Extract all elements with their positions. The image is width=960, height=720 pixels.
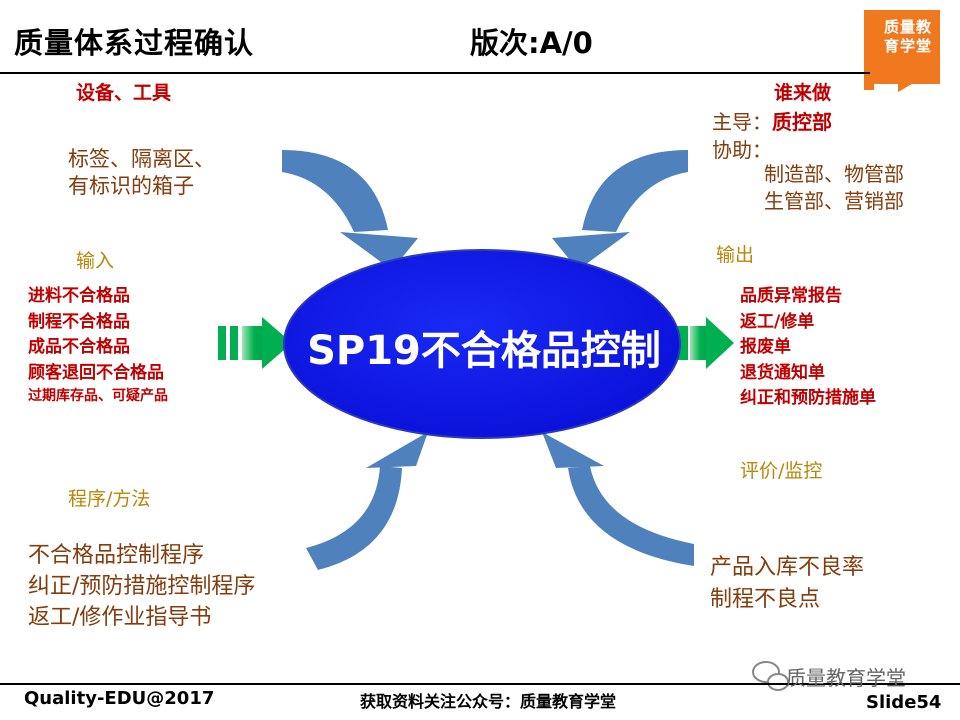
output-item: 退货通知单 [740,362,825,383]
who-assist-list: 制造部、物管部 生管部、营销部 [764,161,904,215]
process-ellipse [283,249,681,439]
input-heading: 输入 [76,250,115,272]
who-lead-value: 质控部 [772,110,832,134]
evaluation-heading: 评价/监控 [740,460,823,482]
output-item: 返工/修单 [740,311,815,332]
logo-badge [864,10,940,92]
arrow-bottom-left [306,432,428,570]
input-item: 顾客退回不合格品 [28,362,164,383]
page-title: 质量体系过程确认 [14,26,255,60]
footer-copyright: Quality-EDU@2017 [24,688,215,709]
output-item: 品质异常报告 [740,286,842,306]
input-item: 进料不合格品 [28,286,130,306]
procedure-heading: 程序/方法 [68,488,151,510]
version-label: 版次:A/0 [470,26,593,60]
equipment-line: 标签、隔离区、 [68,147,215,171]
footer-notice: 获取资料关注公众号：质量教育学堂 [360,692,617,711]
arrow-top-right [552,150,688,270]
arrow-top-left [282,150,418,270]
evaluation-list: 产品入库不良率 制程不良点 [710,552,864,616]
wechat-icon [752,661,789,691]
equipment-heading: 设备、工具 [76,82,172,104]
who-assist-label: 协助： [712,138,772,162]
procedure-line: 不合格品控制程序 [28,543,205,568]
procedure-list: 不合格品控制程序 纠正/预防措施控制程序 返工/修作业指导书 [28,540,255,633]
logo-text: 质量教育学堂 [883,18,932,55]
wechat-label: 质量教育学堂 [786,666,906,690]
output-item: 纠正和预防措施单 [740,388,876,408]
output-heading: 输出 [716,244,755,266]
input-list: 进料不合格品 制程不合格品 成品不合格品 顾客退回不合格品 过期库存品、可疑产品 [28,284,168,406]
who-assist-line: 生管部、营销部 [764,189,904,213]
equipment-line: 有标识的箱子 [68,174,194,198]
evaluation-line: 制程不良点 [710,587,821,612]
slide-number: Slide54 [866,692,942,713]
arrow-bottom-right [542,432,694,566]
input-item-small: 过期库存品、可疑产品 [28,388,168,404]
procedure-line: 纠正/预防措施控制程序 [28,574,256,599]
header-divider [0,72,870,74]
who-assist-line: 制造部、物管部 [764,162,904,186]
input-item: 成品不合格品 [28,337,130,357]
who-lead: 主导：质控部 [712,106,832,135]
who-lead-label: 主导： [712,110,772,134]
input-arrow [218,317,292,369]
equipment-list: 标签、隔离区、 有标识的箱子 [68,146,215,200]
output-list: 品质异常报告 返工/修单 报废单 退货通知单 纠正和预防措施单 [740,284,876,412]
output-item: 报废单 [740,337,791,357]
process-label: SP19不合格品控制 [307,328,661,374]
input-item: 制程不合格品 [28,311,130,332]
who-heading: 谁来做 [774,82,832,104]
evaluation-line: 产品入库不良率 [710,555,865,580]
procedure-line: 返工/修作业指导书 [28,605,212,630]
footer-divider [0,683,960,685]
